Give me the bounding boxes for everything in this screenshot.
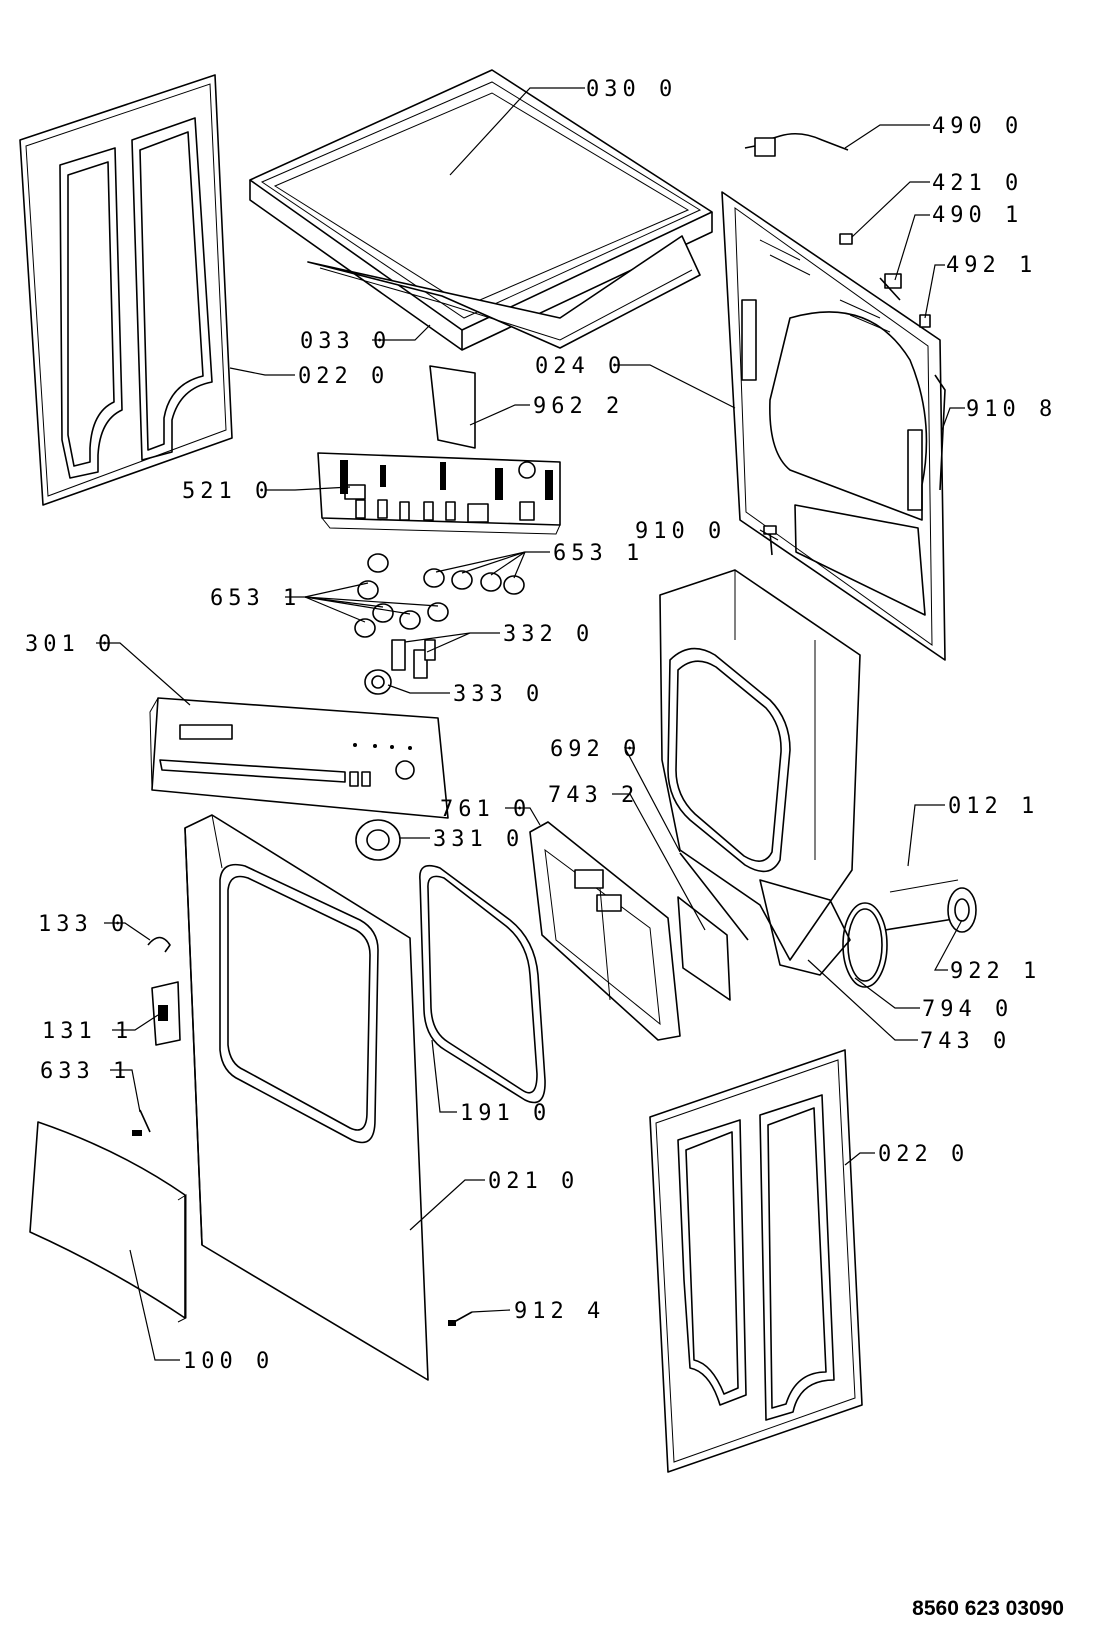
label-133-0: 133 0 — [38, 912, 129, 937]
drum-ring — [842, 902, 888, 988]
label-653-1-left: 653 1 — [210, 586, 301, 611]
door-seal — [419, 864, 546, 1104]
label-490-1: 490 1 — [932, 203, 1023, 228]
label-021-0: 021 0 — [488, 1169, 579, 1194]
label-191-0: 191 0 — [460, 1101, 551, 1126]
drum-shaft — [884, 887, 977, 933]
top-liner — [307, 235, 701, 349]
label-910-8: 910 8 — [966, 397, 1057, 422]
label-131-1: 131 1 — [42, 1019, 133, 1044]
lint-filter — [529, 821, 681, 1041]
connector-421 — [839, 233, 853, 245]
label-012-1: 012 1 — [948, 794, 1039, 819]
label-492-1: 492 1 — [946, 253, 1037, 278]
control-panel — [149, 697, 449, 819]
group-bracket — [889, 879, 959, 893]
label-033-0: 033 0 — [300, 329, 391, 354]
foam-sheet — [677, 896, 731, 1001]
label-022-0-bottom: 022 0 — [878, 1142, 969, 1167]
rotary-knob — [355, 819, 401, 861]
screw-912 — [448, 1311, 473, 1326]
label-962-2: 962 2 — [533, 394, 624, 419]
label-030-0: 030 0 — [586, 77, 677, 102]
label-922-1: 922 1 — [950, 959, 1041, 984]
label-421-0: 421 0 — [932, 171, 1023, 196]
label-633-1: 633 1 — [40, 1059, 131, 1084]
wire-910-8 — [934, 374, 946, 491]
drawing-number: 8560 623 03090 — [912, 1597, 1064, 1620]
knob-caps — [354, 553, 525, 638]
leader-lines — [96, 87, 965, 1361]
front-panel — [184, 814, 429, 1381]
label-794-0: 794 0 — [922, 997, 1013, 1022]
label-024-0: 024 0 — [535, 354, 626, 379]
label-653-1-right: 653 1 — [553, 541, 644, 566]
label-761-0: 761 0 — [440, 797, 531, 822]
power-cord — [744, 132, 849, 157]
label-743-0: 743 0 — [920, 1029, 1011, 1054]
label-521-0: 521 0 — [182, 479, 273, 504]
door-lock — [151, 981, 181, 1046]
side-panel-right — [649, 1049, 863, 1473]
door — [29, 1121, 187, 1323]
part-labels: 030 0 490 0 421 0 490 1 492 1 033 0 022 … — [25, 77, 1057, 1374]
label-332-0: 332 0 — [503, 622, 594, 647]
top-cover — [249, 69, 713, 351]
drum-housing — [659, 569, 861, 976]
push-buttons — [391, 639, 436, 679]
selector-knob — [364, 669, 392, 695]
rear-panel — [721, 191, 946, 661]
insulation-sheet — [429, 365, 476, 449]
side-panel-left — [19, 74, 233, 506]
label-692-0: 692 0 — [550, 737, 641, 762]
label-490-0: 490 0 — [932, 114, 1023, 139]
label-743-2: 743 2 — [548, 783, 639, 808]
label-912-4: 912 4 — [514, 1299, 605, 1324]
label-301-0: 301 0 — [25, 632, 116, 657]
connector-490-1 — [879, 273, 902, 301]
label-910-0: 910 0 — [635, 519, 726, 544]
label-100-0: 100 0 — [183, 1349, 274, 1374]
screw-633 — [132, 1109, 151, 1136]
label-331-0: 331 0 — [433, 827, 524, 852]
hinge-part — [147, 936, 171, 953]
gasket-strip — [679, 852, 749, 941]
control-board — [317, 452, 561, 535]
label-333-0: 333 0 — [453, 682, 544, 707]
label-022-0-top: 022 0 — [298, 364, 389, 389]
